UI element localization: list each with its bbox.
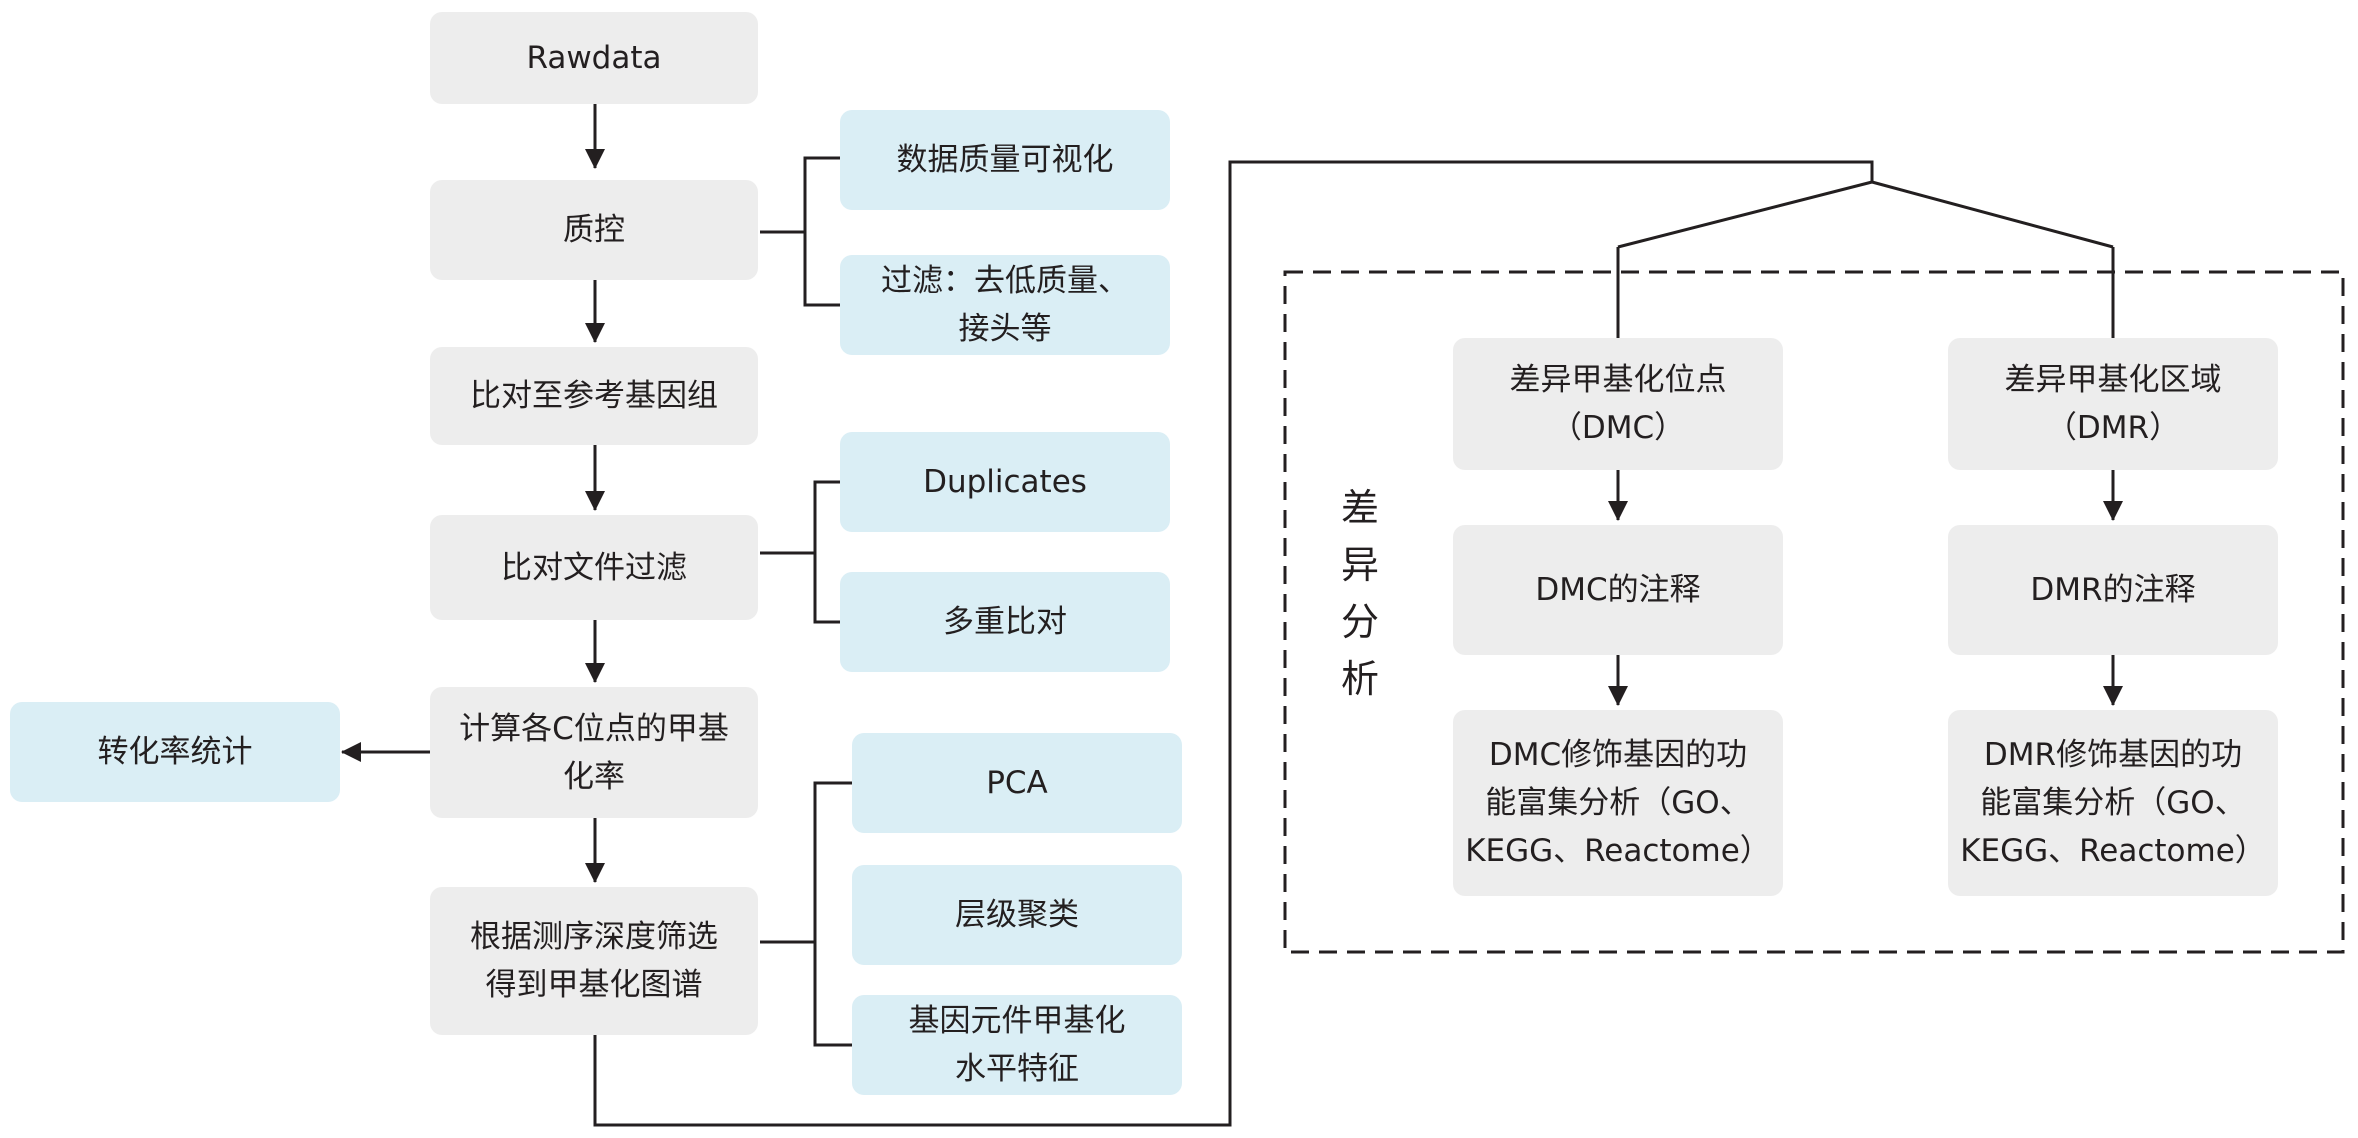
dmc-site-box: 差异甲基化位点 （DMC） bbox=[1453, 338, 1783, 470]
pca-box: PCA bbox=[852, 733, 1182, 833]
duplicates-box: Duplicates bbox=[840, 432, 1170, 532]
bracket-filter-vertical bbox=[813, 480, 840, 624]
dmr-region-box: 差异甲基化区域 （DMR） bbox=[1948, 338, 2278, 470]
dmr-annotation-box: DMR的注释 bbox=[1948, 525, 2278, 655]
dmc-annotation-box: DMC的注释 bbox=[1453, 525, 1783, 655]
align-box: 比对至参考基因组 bbox=[430, 347, 758, 445]
hier-cluster-box: 层级聚类 bbox=[852, 865, 1182, 965]
multi-align-box: 多重比对 bbox=[840, 572, 1170, 672]
filter-low-quality-box: 过滤：去低质量、 接头等 bbox=[840, 255, 1170, 355]
fork-left bbox=[1617, 180, 1873, 249]
rawdata-box: Rawdata bbox=[430, 12, 758, 104]
dmr-enrichment-box: DMR修饰基因的功 能富集分析（GO、 KEGG、Reactome） bbox=[1948, 710, 2278, 896]
bracket-depth-vertical bbox=[813, 781, 852, 1047]
dmc-enrichment-box: DMC修饰基因的功 能富集分析（GO、 KEGG、Reactome） bbox=[1453, 710, 1783, 896]
fork-right bbox=[1871, 180, 2114, 249]
differential-analysis-label: 差 异 分 析 bbox=[1340, 486, 1379, 701]
data-quality-viz-box: 数据质量可视化 bbox=[840, 110, 1170, 210]
depth-filter-box: 根据测序深度筛选 得到甲基化图谱 bbox=[430, 887, 758, 1035]
calc-rate-box: 计算各C位点的甲基 化率 bbox=[430, 687, 758, 818]
conversion-stats-box: 转化率统计 bbox=[10, 702, 340, 802]
element-methylation-box: 基因元件甲基化 水平特征 bbox=[852, 995, 1182, 1095]
bracket-qc-vertical bbox=[803, 156, 840, 307]
differential-analysis-frame bbox=[1283, 270, 2345, 954]
filter-bam-box: 比对文件过滤 bbox=[430, 515, 758, 620]
connector-depth-to-diff bbox=[593, 160, 1874, 1127]
qc-box: 质控 bbox=[430, 180, 758, 280]
